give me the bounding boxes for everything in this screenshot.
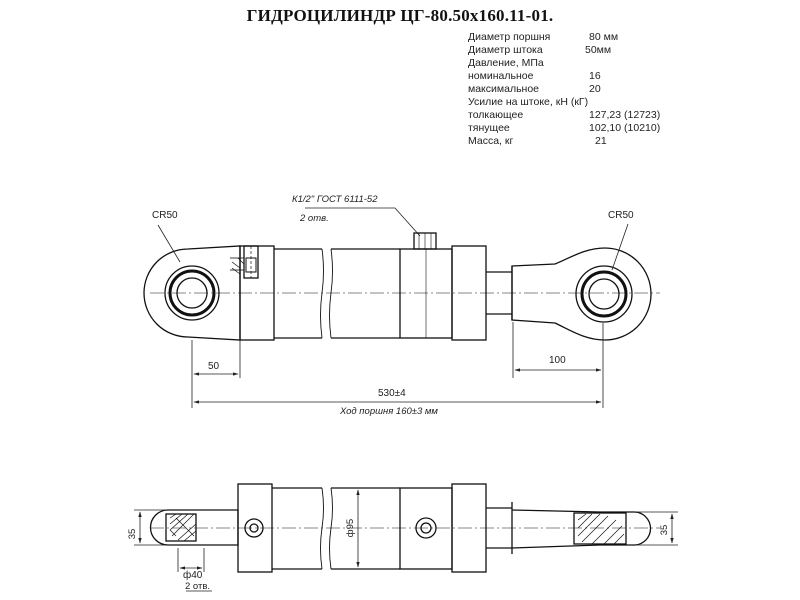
leader-right-radius bbox=[611, 223, 629, 271]
side-view bbox=[143, 232, 660, 341]
label-radius-right: СR50 bbox=[608, 210, 634, 221]
side-view-dimensions bbox=[157, 207, 629, 408]
cylinder-barrel bbox=[274, 248, 453, 339]
spec-label: Диаметр штока bbox=[468, 44, 543, 56]
label-holes-count: 2 отв. bbox=[185, 581, 210, 592]
top-barrel bbox=[272, 487, 453, 570]
leader-left-radius bbox=[157, 224, 181, 263]
label-dim-total: 530±4 bbox=[378, 388, 406, 399]
spec-label: Масса, кг bbox=[468, 135, 514, 147]
label-dim-50: 50 bbox=[208, 361, 220, 372]
side-view-labels: СR50 СR50 К1/2" ГОСТ 6111-52 2 отв. 50 1… bbox=[152, 194, 634, 417]
spec-value: 102,10 (10210) bbox=[589, 122, 661, 134]
label-port-count: 2 отв. bbox=[299, 213, 329, 224]
spec-value: 16 bbox=[589, 70, 601, 82]
spec-value: 21 bbox=[595, 135, 607, 147]
spec-value: 127,23 (12723) bbox=[589, 109, 661, 121]
spec-label: Усилие на штоке, кН (кГ) bbox=[468, 96, 589, 108]
top-view bbox=[149, 483, 660, 573]
left-eye bbox=[143, 245, 241, 341]
label-port-thread: К1/2" ГОСТ 6111-52 bbox=[292, 194, 378, 205]
label-dim-phi40: ф40 bbox=[183, 569, 203, 581]
spec-value: 50мм bbox=[585, 44, 612, 56]
grease-nipple-left bbox=[230, 245, 259, 279]
port-fitting bbox=[413, 232, 437, 250]
spec-label: номинальное bbox=[468, 70, 534, 82]
label-dim-100: 100 bbox=[549, 355, 566, 366]
label-dim-35-right: 35 bbox=[659, 525, 670, 536]
spec-label: Диаметр поршня bbox=[468, 31, 551, 43]
spec-label: толкающее bbox=[468, 109, 524, 121]
right-eye bbox=[511, 247, 652, 341]
top-view-labels: 35 35 ф95 ф40 2 отв. bbox=[127, 519, 670, 592]
spec-label: Давление, МПа bbox=[468, 57, 544, 69]
top-left-eye bbox=[149, 509, 239, 546]
spec-value: 80 мм bbox=[589, 31, 619, 43]
label-dim-phi95: ф95 bbox=[345, 519, 356, 537]
label-dim-35-left: 35 bbox=[127, 529, 138, 540]
spec-label: максимальное bbox=[468, 83, 540, 95]
spec-label: тянущее bbox=[468, 122, 510, 134]
drawing-title: ГИДРОЦИЛИНДР ЦГ-80.50х160.11-01. bbox=[246, 6, 554, 25]
top-right-eye bbox=[511, 509, 652, 549]
leader-port bbox=[305, 207, 421, 237]
top-view-dimensions bbox=[134, 489, 678, 592]
spec-value: 20 bbox=[589, 83, 601, 95]
label-stroke: Ход поршня 160±3 мм bbox=[339, 406, 438, 417]
label-radius-left: СR50 bbox=[152, 210, 178, 221]
